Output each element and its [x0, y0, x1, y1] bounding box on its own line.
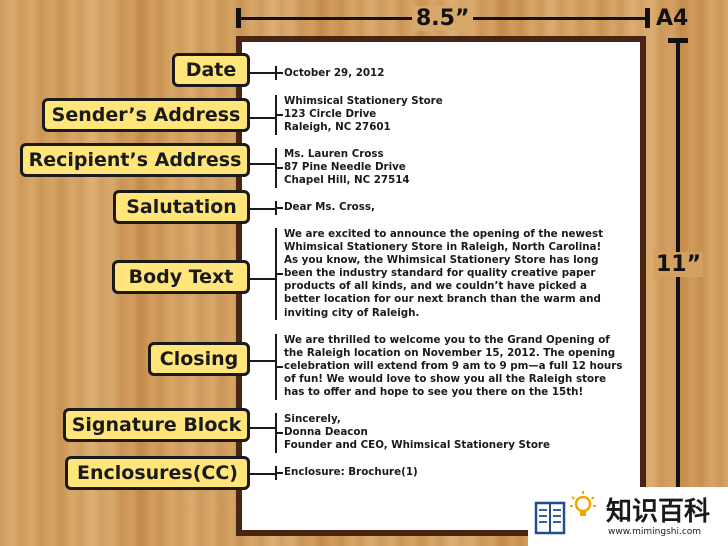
width-dimension-left-cap	[236, 8, 241, 28]
bracket-signature	[275, 413, 281, 453]
bracket-closing	[275, 334, 281, 400]
logo-title: 知识百科	[606, 497, 711, 527]
connector-enclosures	[250, 473, 277, 475]
letter-closing-paragraph: We are thrilled to welcome you to the Gr…	[284, 334, 623, 399]
label-closing: Closing	[148, 342, 250, 376]
label-salutation: Salutation	[113, 190, 250, 224]
connector-closing	[250, 360, 277, 362]
paper-size-label: A4	[656, 6, 689, 31]
bracket-body	[275, 228, 281, 320]
label-enclosures: Enclosures(CC)	[65, 456, 250, 490]
label-date: Date	[172, 53, 250, 87]
lightbulb-icon	[570, 491, 596, 516]
connector-date	[250, 72, 277, 74]
letter-paper	[242, 42, 640, 530]
letter-enclosure: Enclosure: Brochure(1)	[284, 466, 418, 478]
book-icon	[534, 501, 566, 535]
watermark-logo: 知识百科 www.mimingshi.com	[528, 487, 728, 546]
label-recipients-address: Recipient’s Address	[20, 143, 250, 177]
height-dimension-line	[676, 40, 680, 540]
connector-recipient	[250, 163, 277, 165]
letter-signature-block: Sincerely, Donna Deacon Founder and CEO,…	[284, 413, 550, 452]
letter-date: October 29, 2012	[284, 67, 385, 79]
label-senders-address: Sender’s Address	[42, 98, 250, 132]
width-dimension-label: 8.5”	[412, 6, 474, 31]
letter-recipient-address: Ms. Lauren Cross 87 Pine Needle Drive Ch…	[284, 148, 410, 187]
letter-sender-address: Whimsical Stationery Store 123 Circle Dr…	[284, 95, 443, 134]
logo-site: www.mimingshi.com	[608, 527, 702, 537]
bracket-sender	[275, 95, 281, 135]
letter-salutation: Dear Ms. Cross,	[284, 201, 375, 213]
bracket-salutation	[275, 201, 281, 215]
connector-body	[250, 278, 277, 280]
letter-body: We are excited to announce the opening o…	[284, 228, 604, 319]
label-body-text: Body Text	[112, 260, 250, 294]
connector-salutation	[250, 208, 277, 210]
width-dimension-right-cap	[645, 8, 650, 28]
height-dimension-top-cap	[668, 38, 688, 43]
connector-signature	[250, 427, 277, 429]
connector-sender	[250, 117, 277, 119]
label-signature-block: Signature Block	[63, 408, 250, 442]
bracket-enclosures	[275, 466, 281, 480]
bracket-recipient	[275, 148, 281, 188]
height-dimension-label: 11”	[654, 252, 704, 277]
bracket-date	[275, 66, 281, 80]
